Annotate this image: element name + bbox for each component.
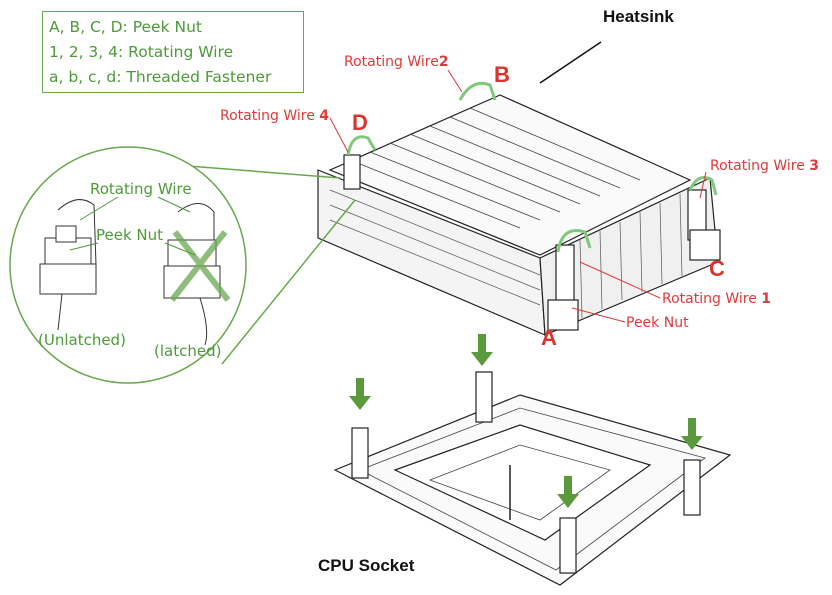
inset-leader-lines <box>69 196 196 256</box>
legend-box: A, B, C, D: Peek Nut 1, 2, 3, 4: Rotatin… <box>42 11 304 93</box>
down-arrows <box>349 334 703 508</box>
peek-nut-c-letter: C <box>709 256 725 281</box>
unlatched-latch-drawing <box>39 199 97 331</box>
legend-threaded-fastener: a, b, c, d: Threaded Fastener <box>49 68 272 86</box>
inset-peek-nut-label: Peek Nut <box>96 226 164 244</box>
cpu-socket-title: CPU Socket <box>318 556 415 575</box>
peek-nut-d-letter: D <box>352 110 368 135</box>
rotating-wires-highlight <box>346 81 718 253</box>
heatsink-body <box>317 94 721 336</box>
peek-nut-label: Peek Nut <box>626 315 689 331</box>
peek-nut-a-letter: A <box>541 325 557 350</box>
rotating-wire-3-label: Rotating Wire 3 <box>710 158 820 174</box>
rotating-wire-2-label: Rotating Wire2 <box>344 54 449 70</box>
peek-nut-b-letter: B <box>494 62 510 87</box>
rotating-wire-1-label: Rotating Wire 1 <box>662 291 772 307</box>
heatsink-leader <box>539 41 602 84</box>
rotating-wire-4-label: Rotating Wire 4 <box>220 108 330 124</box>
legend-rotating-wire: 1, 2, 3, 4: Rotating Wire <box>49 43 234 61</box>
inset-unlatched-label: (Unlatched) <box>38 331 126 349</box>
red-leader-lines <box>329 69 707 323</box>
heatsink-title: Heatsink <box>603 7 674 26</box>
legend-peek-nut: A, B, C, D: Peek Nut <box>49 18 202 36</box>
cpu-socket-drawing <box>333 371 732 586</box>
inset-rotating-wire-label: Rotating Wire <box>90 180 192 198</box>
inset-latched-label: (latched) <box>154 342 222 360</box>
latched-x-mark <box>169 230 231 302</box>
